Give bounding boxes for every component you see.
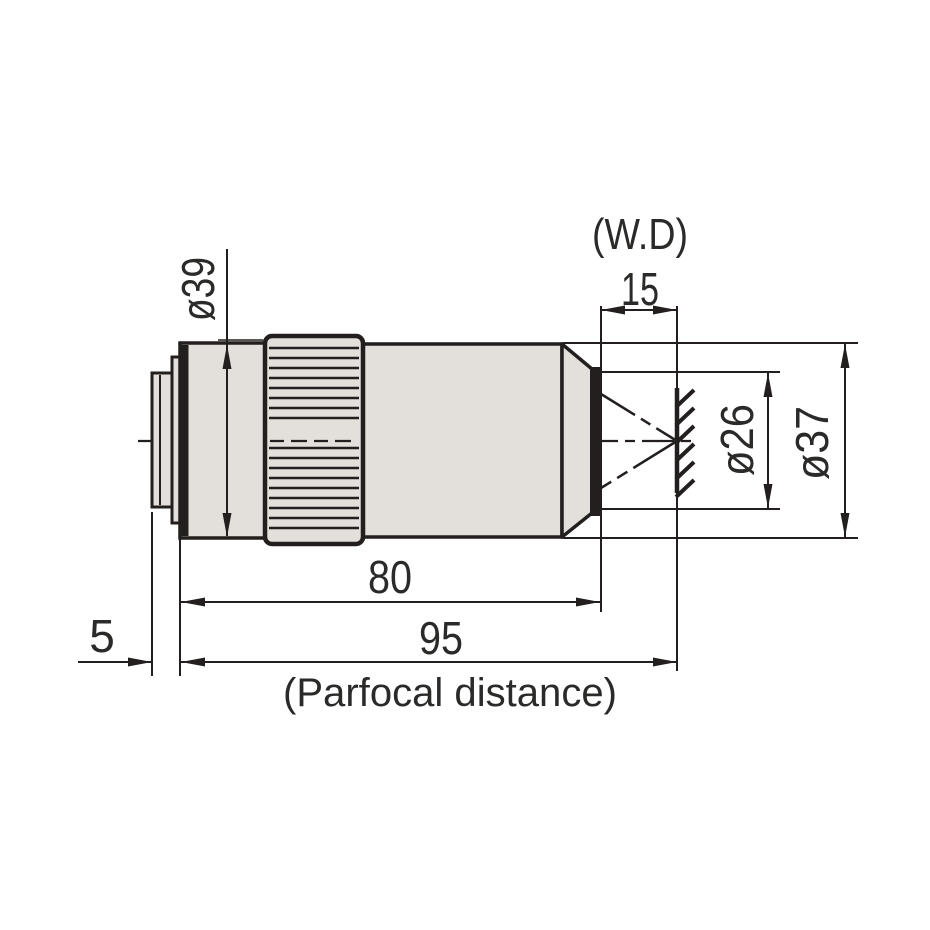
lower-ray [600,439,678,490]
len95-arrow-left [181,657,205,667]
dimension-body-diameter: ø37 [563,342,858,539]
dimension-rear-protrusion: 5 [78,610,152,667]
dia37-arrow-down [840,513,850,537]
dimension-parfocal-distance: 95 (Parfocal distance) [181,612,677,715]
dia26-label: ø26 [711,404,763,476]
front-taper [560,342,594,539]
dia26-arrow-down [763,484,773,508]
dia37-arrow-up [840,344,850,368]
dia26-arrow-up [763,373,773,397]
focus-rays [600,392,678,490]
specimen-hatching [674,388,696,499]
len5-label: 5 [89,610,115,662]
rear-barrel [178,341,270,540]
dia39-arrow-up [222,345,232,369]
wd-value-label: 15 [621,263,659,315]
dimension-rear-barrel-diameter: ø39 [172,249,263,537]
rear-thread-ring [150,371,174,509]
len5-arrow-right [128,657,152,667]
dia39-label: ø39 [172,257,224,321]
wd-caption: (W.D) [592,210,688,259]
upper-ray [600,392,678,443]
len80-arrow-left [181,597,205,607]
wd-arrow-left [601,305,625,315]
dimension-front-tip-diameter: ø26 [601,371,780,510]
dia39-arrow-down [222,513,232,537]
parfocal-caption: (Parfocal distance) [283,671,617,715]
len80-arrow-right [576,597,600,607]
len80-label: 80 [368,551,412,603]
objective-body [150,333,601,547]
dimension-working-distance: (W.D) 15 [592,210,688,612]
specimen-plane [674,306,696,671]
wd-arrow-right [653,305,677,315]
len95-arrow-right [653,657,677,667]
front-tip-face [590,367,601,516]
len95-label: 95 [419,612,463,664]
dia37-label: ø37 [786,406,838,480]
dimension-body-length: 80 [181,551,600,607]
knurl-stripes [269,346,359,530]
main-body [359,342,564,539]
